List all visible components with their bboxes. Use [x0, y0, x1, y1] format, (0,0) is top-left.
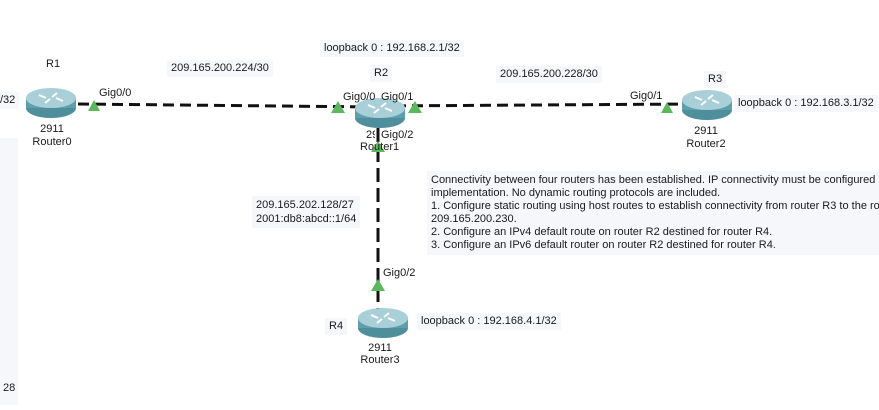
task-line: Connectivity between four routers has be… — [431, 174, 879, 186]
partial-side-panel — [0, 138, 18, 405]
network-r2-r4-ipv4: 209.165.202.128/27 — [256, 199, 354, 211]
task-line: 3. Configure an IPv6 default router on r… — [431, 239, 776, 251]
router-r4-hostname: Router3 — [360, 354, 400, 366]
link-r2-r3[interactable] — [377, 102, 693, 108]
port-up-icon — [331, 101, 345, 113]
task-line: 209.165.200.230. — [431, 213, 517, 225]
port-up-icon — [661, 102, 673, 113]
router-icon[interactable] — [357, 306, 409, 340]
port-up-icon — [88, 100, 100, 111]
task-instructions-note: Connectivity between four routers has be… — [427, 171, 879, 255]
r2-port-g00-label: Gig0/0 — [343, 91, 376, 103]
r2-port-g02-label: Gig0/2 — [381, 129, 414, 142]
r4-loopback-label: loopback 0 : 192.168.4.1/32 — [417, 313, 561, 330]
router-icon[interactable] — [354, 96, 406, 130]
router-r2-model: 2911 — [366, 129, 375, 142]
network-r2-r4-ipv6: 2001:db8:abcd::1/64 — [256, 213, 357, 225]
router-r4-model: 2911 — [368, 342, 392, 354]
task-line: 1. Configure static routing using host r… — [431, 200, 879, 212]
partial-label-left-top: /32 — [0, 92, 20, 109]
r3-loopback-label: loopback 0 : 192.168.3.1/32 — [734, 95, 878, 112]
router-r3-model: 2911 — [694, 125, 718, 137]
router-r1-hostname: Router0 — [32, 136, 72, 148]
network-r1-r2-label: 209.165.200.224/30 — [167, 60, 273, 77]
r2-port-g01-label: Gig0/1 — [381, 91, 414, 103]
task-line: 2. Configure an IPv4 default route on ro… — [431, 226, 773, 238]
r1-port-g00-label: Gig0/0 — [99, 87, 132, 99]
r2-loopback-label: loopback 0 : 192.168.2.1/32 — [320, 40, 464, 57]
partial-label-left-bottom: 28 — [3, 382, 16, 394]
router-icon[interactable] — [681, 88, 733, 122]
router-r2-hostname: Router1 — [360, 141, 400, 153]
network-r2-r3-label: 209.165.200.228/30 — [496, 66, 602, 83]
port-up-icon — [371, 141, 385, 152]
r3-port-g01-label: Gig0/1 — [630, 90, 663, 102]
link-r1-r2[interactable] — [77, 102, 379, 109]
network-r2-r4-label: 209.165.202.128/27 2001:db8:abcd::1/64 — [252, 196, 361, 228]
router-r2-name: R2 — [370, 65, 393, 82]
router-r1-model: 2911 — [40, 123, 64, 135]
r4-port-g02-label: Gig0/2 — [383, 267, 416, 279]
port-up-icon — [408, 101, 422, 113]
task-line: implementation. No dynamic routing proto… — [431, 187, 721, 199]
port-up-icon — [371, 279, 385, 291]
router-r3-name: R3 — [704, 71, 727, 88]
router-r1-name: R1 — [46, 58, 61, 70]
router-r4-name: R4 — [325, 318, 348, 335]
router-icon[interactable] — [25, 86, 77, 120]
router-r3-hostname: Router2 — [686, 138, 726, 150]
